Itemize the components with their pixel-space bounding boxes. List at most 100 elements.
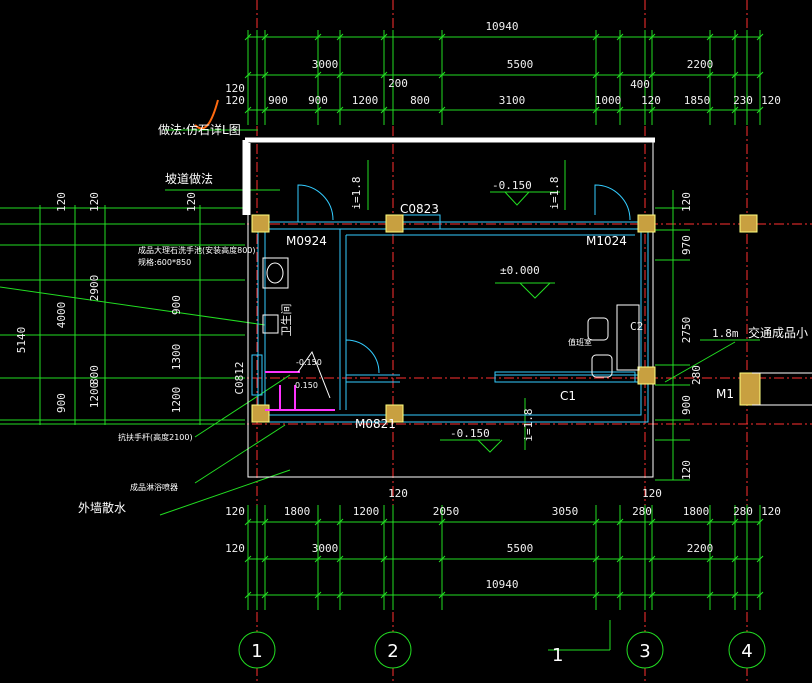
dim-top1-0: 3000	[312, 58, 339, 71]
dim-top-off-0: 120	[225, 82, 245, 95]
dim-tick-10-5	[731, 591, 739, 599]
elev-wc-label: -0.150	[296, 358, 322, 367]
dim-tick-11-5	[756, 591, 764, 599]
dim-tick-9-3	[706, 518, 714, 526]
grab-bar-label: 抗扶手杆(高度2100)	[118, 432, 193, 442]
dim-tick-8-4	[648, 555, 656, 563]
dim-top1-1: 5500	[507, 58, 534, 71]
dim-tick-3-4	[336, 555, 344, 563]
outer-wall-inner	[264, 228, 642, 416]
dim-right-2: 2750	[680, 317, 693, 344]
column-0	[251, 214, 270, 233]
chair-1	[587, 317, 609, 341]
dim-right-5: 120	[680, 460, 693, 480]
dim-left-mid-1: 900	[55, 393, 68, 413]
dim-left-outer: 5140	[15, 327, 28, 354]
column-2	[637, 214, 656, 233]
basin-note-label: 成品大理石洗手池(安装高度800)	[138, 245, 256, 255]
small-i-label: 0.150	[295, 381, 318, 390]
dim-tick-0-1	[244, 71, 252, 79]
dim-left-tick-2: 120	[185, 192, 198, 212]
column-m1	[739, 372, 761, 406]
dim-tick-8-2	[648, 106, 656, 114]
fixture-label: 成品淋浴喷器	[130, 482, 178, 492]
dim-bot1-6: 1800	[683, 505, 710, 518]
dim-tick-9-1	[706, 71, 714, 79]
door-m1024	[594, 184, 631, 221]
dim-tick-4-3	[380, 518, 388, 526]
dim-tick-1-1	[261, 71, 269, 79]
dim-bot1-4: 3050	[552, 505, 579, 518]
ramp-label: 坡道做法	[165, 171, 213, 186]
dim-right-1: 970	[680, 235, 693, 255]
dim-tick-10-1	[731, 71, 739, 79]
dim-left-mid-0: 4000	[55, 302, 68, 329]
dim-tick-8-0	[648, 33, 656, 41]
door-m1-label: M1	[716, 387, 734, 401]
dim-tick-9-5	[706, 591, 714, 599]
dim-left-small-1: 1300	[170, 344, 183, 371]
dim-top2-9: 230	[733, 94, 753, 107]
basin-spec-label: 规格:600*850	[138, 257, 191, 267]
dim-tick-6-0	[592, 33, 600, 41]
dim-left-inner-0: 2900	[88, 275, 101, 302]
door-m0924	[297, 184, 334, 222]
dim-right-0: 120	[680, 192, 693, 212]
dim-left-small-2: 1200	[170, 387, 183, 414]
column-6	[637, 366, 656, 385]
axis-label-3: 3	[639, 641, 650, 662]
door-m0821-label: M0821	[355, 417, 396, 431]
slope-3-label: i=1.8	[522, 408, 535, 441]
dim-tick-3-1	[336, 71, 344, 79]
dim-tick-6-3	[592, 518, 600, 526]
dim-overall-bot: 10940	[485, 578, 518, 591]
dim-tick-2-5	[314, 591, 322, 599]
window-c0823-label: C0823	[400, 202, 439, 216]
dim-top2-7: 120	[641, 94, 661, 107]
desk-label: C2	[630, 320, 643, 333]
dim-top2-6: 1000	[595, 94, 622, 107]
dim-tick-4-0	[380, 33, 388, 41]
apron-label: 外墙散水	[78, 500, 126, 515]
dim-right-3: 280	[690, 365, 703, 385]
dim-tick-7-2	[616, 106, 624, 114]
window-c1	[494, 371, 636, 383]
window-c0812-label: C0812	[233, 361, 246, 394]
column-1	[385, 214, 404, 233]
dim-tick-1-4	[261, 555, 269, 563]
booth-label: 交通成品小	[748, 325, 808, 340]
dim-tick-6-5	[592, 591, 600, 599]
basin-fixture	[262, 257, 289, 289]
column-3	[739, 214, 758, 233]
dim-tick-4-4	[380, 555, 388, 563]
dim-tick-7-0	[616, 33, 624, 41]
elev-top-label: -0.150	[492, 179, 532, 192]
dim-overall-top: 10940	[485, 20, 518, 33]
dim-tick-7-5	[616, 591, 624, 599]
dim-tick-11-3	[756, 518, 764, 526]
dim-top-off-2: 400	[630, 78, 650, 91]
dim-tick-8-5	[648, 591, 656, 599]
note-top-label: 做法:仿石详L图	[158, 122, 241, 137]
dim-bot1-5: 280	[632, 505, 652, 518]
dim-tick-0-3	[244, 518, 252, 526]
door-m0924-label: M0924	[286, 234, 327, 248]
dim-tick-11-2	[756, 106, 764, 114]
elev-bot-label: -0.150	[450, 427, 490, 440]
dim-right-4: 900	[680, 395, 693, 415]
elev-mark-center	[495, 282, 555, 299]
dim-tick-1-5	[261, 591, 269, 599]
dim-tick-8-1	[648, 71, 656, 79]
leader-fixture	[194, 424, 286, 484]
leader-ramp-w	[664, 341, 736, 383]
dim-tick-7-3	[616, 518, 624, 526]
shower-area	[265, 371, 335, 411]
dim-tick-2-1	[314, 71, 322, 79]
dim-tick-10-4	[731, 555, 739, 563]
dim-tick-4-2	[380, 106, 388, 114]
leader-grab	[194, 374, 291, 438]
dim-bot2-2: 5500	[507, 542, 534, 555]
building-outline	[194, 99, 812, 478]
dim-tick-7-1	[616, 71, 624, 79]
